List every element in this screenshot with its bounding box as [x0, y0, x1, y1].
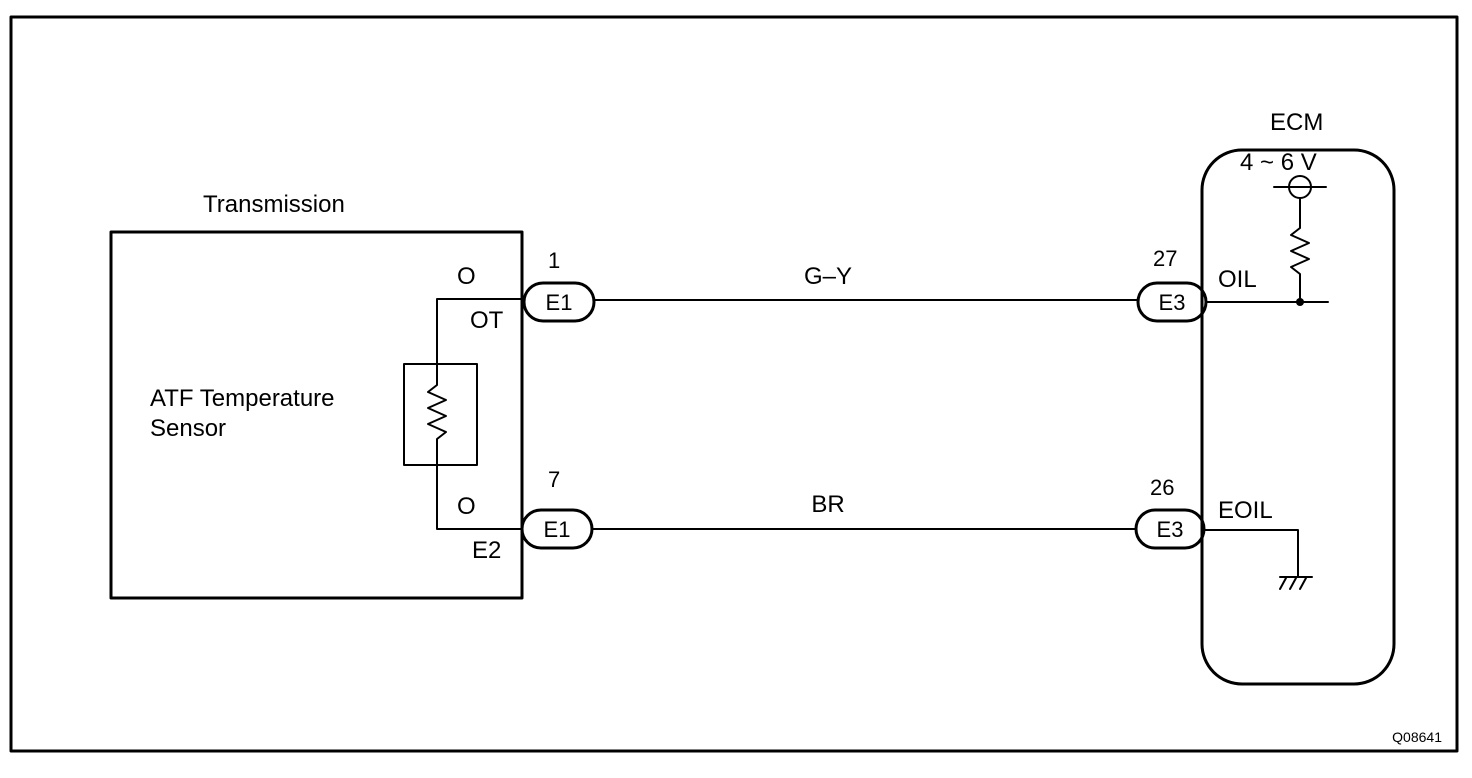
- terminal-e2-mark: O: [457, 493, 476, 520]
- connector-e1-pin7: 7 E1: [520, 467, 594, 550]
- terminal-eoil-label: EOIL: [1218, 497, 1273, 524]
- terminal-ot-mark: O: [457, 263, 476, 290]
- terminal-ot-label: OT: [470, 307, 504, 334]
- figure-code: Q08641: [1392, 729, 1442, 745]
- connector-shape: [522, 281, 596, 323]
- connector-e3-pin27: 27 E3: [1136, 246, 1208, 323]
- pullup-resistor-icon: [1290, 197, 1310, 301]
- ecm-box: [1200, 148, 1396, 686]
- transmission-block: Transmission ATF Temperature Sensor O OT…: [109, 191, 524, 600]
- transmission-box: [109, 230, 524, 600]
- atf-sensor-resistor-icon: [427, 363, 447, 466]
- connector-pin-number: 7: [548, 467, 560, 492]
- connector-name: E3: [1159, 290, 1186, 315]
- connector-e1-pin1: 1 E1: [522, 248, 596, 323]
- sensor-label-line2: Sensor: [150, 415, 226, 442]
- connector-pin-number: 1: [548, 248, 560, 273]
- terminal-e2-label: E2: [472, 537, 501, 564]
- ground-icon: [1279, 576, 1313, 590]
- sensor-wire-bottom: [436, 464, 523, 530]
- ecm-block: ECM 4 ~ 6 V OIL EOIL: [1200, 109, 1396, 686]
- ecm-title: ECM: [1270, 109, 1323, 136]
- sensor-wire-top: [436, 298, 523, 365]
- atf-sensor-box: [403, 363, 478, 466]
- connector-e3-pin26: 26 E3: [1134, 475, 1206, 550]
- terminal-oil-label: OIL: [1218, 266, 1257, 293]
- connector-name: E1: [546, 290, 573, 315]
- supply-voltage-label: 4 ~ 6 V: [1240, 149, 1317, 176]
- connector-name: E1: [544, 517, 571, 542]
- transmission-title: Transmission: [203, 191, 345, 218]
- connector-pin-number: 27: [1153, 246, 1177, 271]
- connector-name: E3: [1157, 517, 1184, 542]
- wire-br-label: BR: [811, 491, 844, 518]
- connector-pin-number: 26: [1150, 475, 1174, 500]
- junction-dot: [1296, 298, 1304, 306]
- eoil-ground-line: [1203, 529, 1299, 578]
- sensor-label-line1: ATF Temperature: [150, 385, 335, 412]
- wire-g-y-label: G–Y: [804, 263, 852, 290]
- diagram-frame: [9, 15, 1459, 753]
